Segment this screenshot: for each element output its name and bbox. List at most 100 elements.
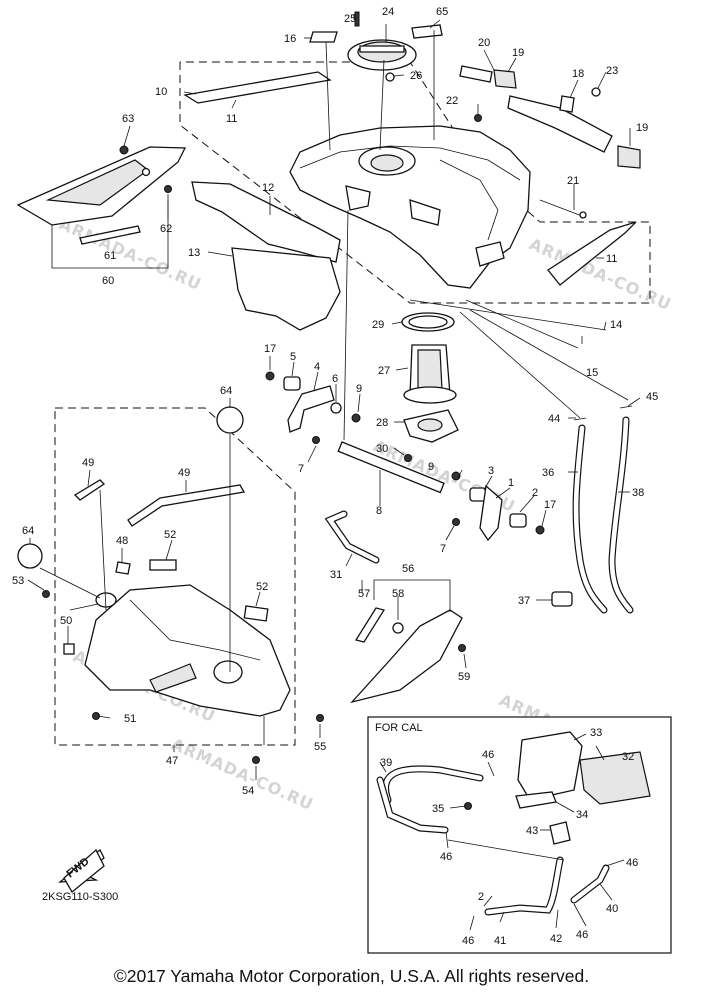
callout-49: 49 [82, 457, 94, 469]
callout-43: 43 [526, 825, 538, 837]
callout-20: 20 [478, 37, 490, 49]
callout-28: 28 [376, 417, 388, 429]
callout-14: 14 [610, 319, 622, 331]
callout-7: 7 [298, 463, 304, 475]
fuel-pump-assembly [401, 312, 459, 462]
tank-cover-strip [183, 71, 332, 104]
callout-46d: 46 [576, 929, 588, 941]
callout-46b: 46 [440, 851, 452, 863]
callout-22: 22 [446, 95, 458, 107]
callout-54: 54 [242, 785, 254, 797]
callout-24: 24 [382, 6, 394, 18]
callout-16: 16 [284, 33, 296, 45]
callout-64: 64 [220, 385, 232, 397]
callout-37: 37 [518, 595, 530, 607]
callout-41: 41 [494, 935, 506, 947]
callout-60: 60 [102, 275, 114, 287]
diagram-code: 2KSG110-S300 [42, 891, 119, 903]
breather-assembly [459, 65, 641, 219]
callout-7b: 7 [440, 543, 446, 555]
callout-17: 17 [264, 343, 276, 355]
callout-19b: 19 [636, 122, 648, 134]
callout-4: 4 [314, 361, 320, 373]
callout-8: 8 [376, 505, 382, 517]
callout-58: 58 [392, 588, 404, 600]
copyright-notice: ©2017 Yamaha Motor Corporation, U.S.A. A… [113, 966, 590, 986]
callout-45: 45 [646, 391, 658, 403]
callout-64b: 64 [22, 525, 34, 537]
inset-title: FOR CAL [375, 722, 423, 734]
callout-23: 23 [606, 65, 618, 77]
callout-35: 35 [432, 803, 444, 815]
callout-13: 13 [188, 247, 200, 259]
callout-9b: 9 [428, 461, 434, 473]
callout-5: 5 [290, 351, 296, 363]
callout-36: 36 [542, 467, 554, 479]
callout-61: 61 [104, 250, 116, 262]
callout-15: 15 [586, 367, 598, 379]
callout-49b: 49 [178, 467, 190, 479]
side-cover-assembly [16, 145, 187, 269]
callout-9: 9 [356, 383, 362, 395]
callout-18: 18 [572, 68, 584, 80]
callout-34: 34 [576, 809, 588, 821]
callout-40: 40 [606, 903, 618, 915]
group-outlines [54, 61, 651, 746]
callout-31: 31 [330, 569, 342, 581]
fuel-tank-exploded-diagram: ARMADA-CO.RU ARMADA-CO.RU ARMADA-CO.RU A… [12, 6, 675, 954]
callout-55: 55 [314, 741, 326, 753]
callout-57: 57 [358, 588, 370, 600]
callout-25: 25 [344, 13, 356, 25]
callout-50: 50 [60, 615, 72, 627]
drain-hose [324, 510, 380, 564]
callout-53: 53 [12, 575, 24, 587]
california-inset [367, 716, 672, 954]
fuel-cap-assembly [309, 11, 443, 82]
callout-11b: 11 [606, 253, 617, 265]
rear-bracket-and-pad [191, 181, 341, 331]
callout-33: 33 [590, 727, 602, 739]
watermark: ARMADA-CO.RU [168, 734, 316, 814]
callout-56: 56 [402, 563, 414, 575]
tank-cover-strip-right [547, 221, 637, 286]
callout-17b: 17 [544, 499, 556, 511]
callout-62: 62 [160, 223, 172, 235]
callout-3: 3 [488, 465, 494, 477]
callout-21: 21 [567, 175, 579, 187]
callout-2: 2 [532, 487, 538, 499]
leader-lines [27, 14, 641, 931]
callout-32: 32 [622, 751, 634, 763]
callout-2b: 2 [478, 891, 484, 903]
callout-11: 11 [226, 113, 237, 125]
callout-51: 51 [124, 713, 136, 725]
callout-52: 52 [164, 529, 176, 541]
center-cover [350, 579, 466, 704]
callout-1: 1 [508, 477, 514, 489]
callout-42: 42 [550, 933, 562, 945]
callout-38: 38 [632, 487, 644, 499]
callout-48: 48 [116, 535, 128, 547]
callout-47: 47 [166, 755, 178, 767]
tank-side-cover [17, 406, 324, 764]
callout-46e: 46 [462, 935, 474, 947]
callout-10: 10 [155, 86, 167, 98]
callout-39: 39 [380, 757, 392, 769]
overflow-hoses [551, 405, 634, 614]
callout-6: 6 [332, 373, 338, 385]
callout-44: 44 [548, 413, 560, 425]
callout-29: 29 [372, 319, 384, 331]
callout-46c: 46 [626, 857, 638, 869]
callout-19: 19 [512, 47, 524, 59]
callout-labels: 25 24 65 16 26 20 19 18 23 22 19 21 10 1… [12, 6, 658, 947]
callout-27: 27 [378, 365, 390, 377]
callout-46: 46 [482, 749, 494, 761]
callout-59: 59 [458, 671, 470, 683]
callout-30: 30 [376, 443, 388, 455]
callout-26: 26 [410, 70, 422, 82]
callout-12: 12 [262, 182, 274, 194]
callout-63: 63 [122, 113, 134, 125]
callout-52b: 52 [256, 581, 268, 593]
watermark: ARMADA-CO.RU [56, 214, 204, 294]
callout-65: 65 [436, 6, 448, 18]
